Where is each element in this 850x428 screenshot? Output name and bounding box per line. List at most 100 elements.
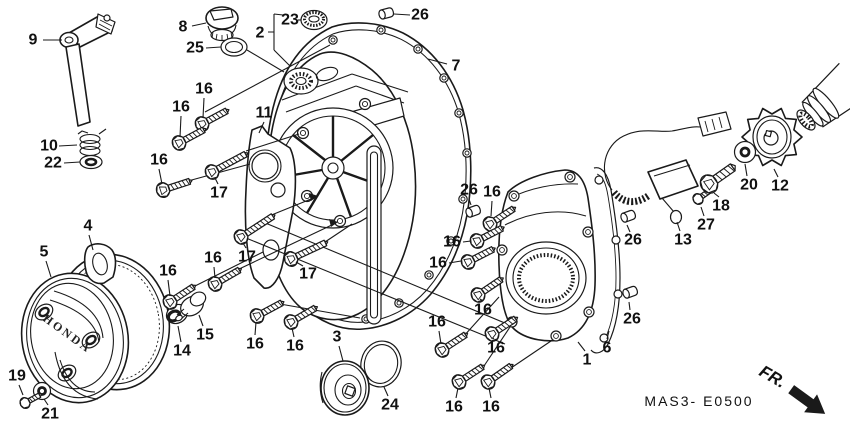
- callout-17: 17: [238, 249, 256, 266]
- callout-16: 16: [246, 336, 264, 353]
- leader-line-26: [628, 301, 631, 311]
- leader-line-24: [383, 386, 389, 397]
- part-13-pulse-sensor: [603, 111, 732, 225]
- leader-line-20: [744, 163, 748, 177]
- bolt-16: [205, 261, 246, 295]
- cover7-spoked-recess: [272, 97, 394, 229]
- leader-line-18: [713, 192, 720, 198]
- callout-16: 16: [428, 314, 446, 331]
- leader-line-5: [45, 260, 52, 278]
- callout-16: 16: [286, 338, 304, 355]
- dowel-pin-26: [621, 284, 640, 300]
- callout-17: 17: [299, 266, 317, 283]
- leader-line-15: [198, 314, 204, 327]
- callout-23: 23: [281, 12, 299, 29]
- part-10-spring: [77, 128, 107, 157]
- callout-1: 1: [583, 352, 592, 369]
- part-12-pulser-sprocket: [741, 107, 803, 167]
- part-20-washer: [733, 140, 757, 164]
- callout-16: 16: [172, 99, 190, 116]
- cover7-bolt-holes: [328, 25, 472, 324]
- callout-11: 11: [256, 105, 273, 122]
- leader-line-16: [488, 387, 492, 399]
- callout-18: 18: [712, 198, 730, 215]
- callout-16: 16: [429, 255, 447, 272]
- part-4-clamp: [83, 243, 117, 285]
- fr-direction-indicator: FR.: [756, 362, 826, 414]
- callout-16: 16: [159, 263, 177, 280]
- leader-line-17: [242, 242, 247, 249]
- callout-6: 6: [603, 340, 612, 357]
- callout-10: 10: [40, 138, 58, 155]
- callout-24: 24: [381, 397, 399, 414]
- leader-line-16: [213, 266, 216, 279]
- callout-9: 9: [29, 32, 38, 49]
- leader-line-16: [448, 260, 462, 264]
- callout-4: 4: [84, 218, 93, 235]
- leader-line-16: [455, 387, 459, 399]
- bolt-17: [202, 145, 252, 183]
- callout-16: 16: [483, 184, 501, 201]
- callout-20: 20: [740, 177, 758, 194]
- leader-line-14: [177, 325, 182, 343]
- cover5-screw-recess: [34, 303, 101, 382]
- part-22-washer: [79, 154, 103, 170]
- callout-26: 26: [460, 182, 478, 199]
- callout-5: 5: [40, 244, 49, 261]
- callout-17: 17: [210, 185, 228, 202]
- leader-line-26: [626, 224, 631, 233]
- leader-line-26: [468, 198, 472, 206]
- leader-line-17: [214, 177, 219, 185]
- bolt-16: [247, 294, 289, 327]
- fr-arrow-icon: [788, 385, 826, 414]
- part-7-clutch-cover: [264, 22, 472, 331]
- callout-22: 22: [44, 155, 62, 172]
- assembly-lines: [187, 44, 552, 370]
- diagram-code: MAS3- E0500: [644, 393, 753, 409]
- callout-27: 27: [697, 217, 715, 234]
- part-8-oil-filler-cap: [205, 6, 239, 42]
- callout-16: 16: [487, 340, 505, 357]
- leader-line-4: [88, 234, 94, 251]
- fr-label: FR.: [756, 362, 789, 392]
- callout-15: 15: [196, 327, 214, 344]
- callout-16: 16: [445, 399, 463, 416]
- callout-2: 2: [256, 25, 265, 42]
- callout-19: 19: [8, 368, 26, 385]
- callout-16: 16: [482, 399, 500, 416]
- bolt-16: [477, 357, 518, 393]
- dowel-pin-26: [377, 6, 395, 21]
- callout-26: 26: [624, 232, 642, 249]
- leader-line-13: [676, 221, 681, 232]
- part-6-gasket: [590, 167, 623, 354]
- callout-21: 21: [41, 406, 59, 423]
- leader-line-16: [492, 337, 495, 340]
- leader-line-7: [427, 58, 448, 65]
- leader-line-16: [462, 240, 472, 243]
- leader-line-21: [43, 398, 49, 406]
- part-crankshaft-end: [796, 62, 850, 131]
- leader-line-26: [393, 13, 411, 16]
- callout-26: 26: [623, 311, 641, 328]
- part-5-round-cover: HONDA: [20, 272, 130, 404]
- callout-7: 7: [452, 58, 461, 75]
- bolt-16: [431, 326, 473, 361]
- part-23-grommet: [300, 9, 328, 31]
- leader-line-27: [700, 206, 705, 217]
- leader-line-6: [606, 330, 610, 340]
- leader-line-8: [191, 22, 207, 27]
- callout-14: 14: [173, 343, 191, 360]
- callout-25: 25: [186, 40, 204, 57]
- part-24-oring: [360, 340, 402, 388]
- leader-line-1: [577, 341, 586, 352]
- leader-line-16: [158, 168, 163, 185]
- callout-16: 16: [150, 152, 168, 169]
- leader-line-16: [291, 327, 295, 338]
- assembly-bracket-2: [246, 13, 296, 73]
- part-15-cap: [175, 291, 207, 322]
- part-11-bracket: [244, 125, 297, 289]
- callout-16: 16: [204, 250, 222, 267]
